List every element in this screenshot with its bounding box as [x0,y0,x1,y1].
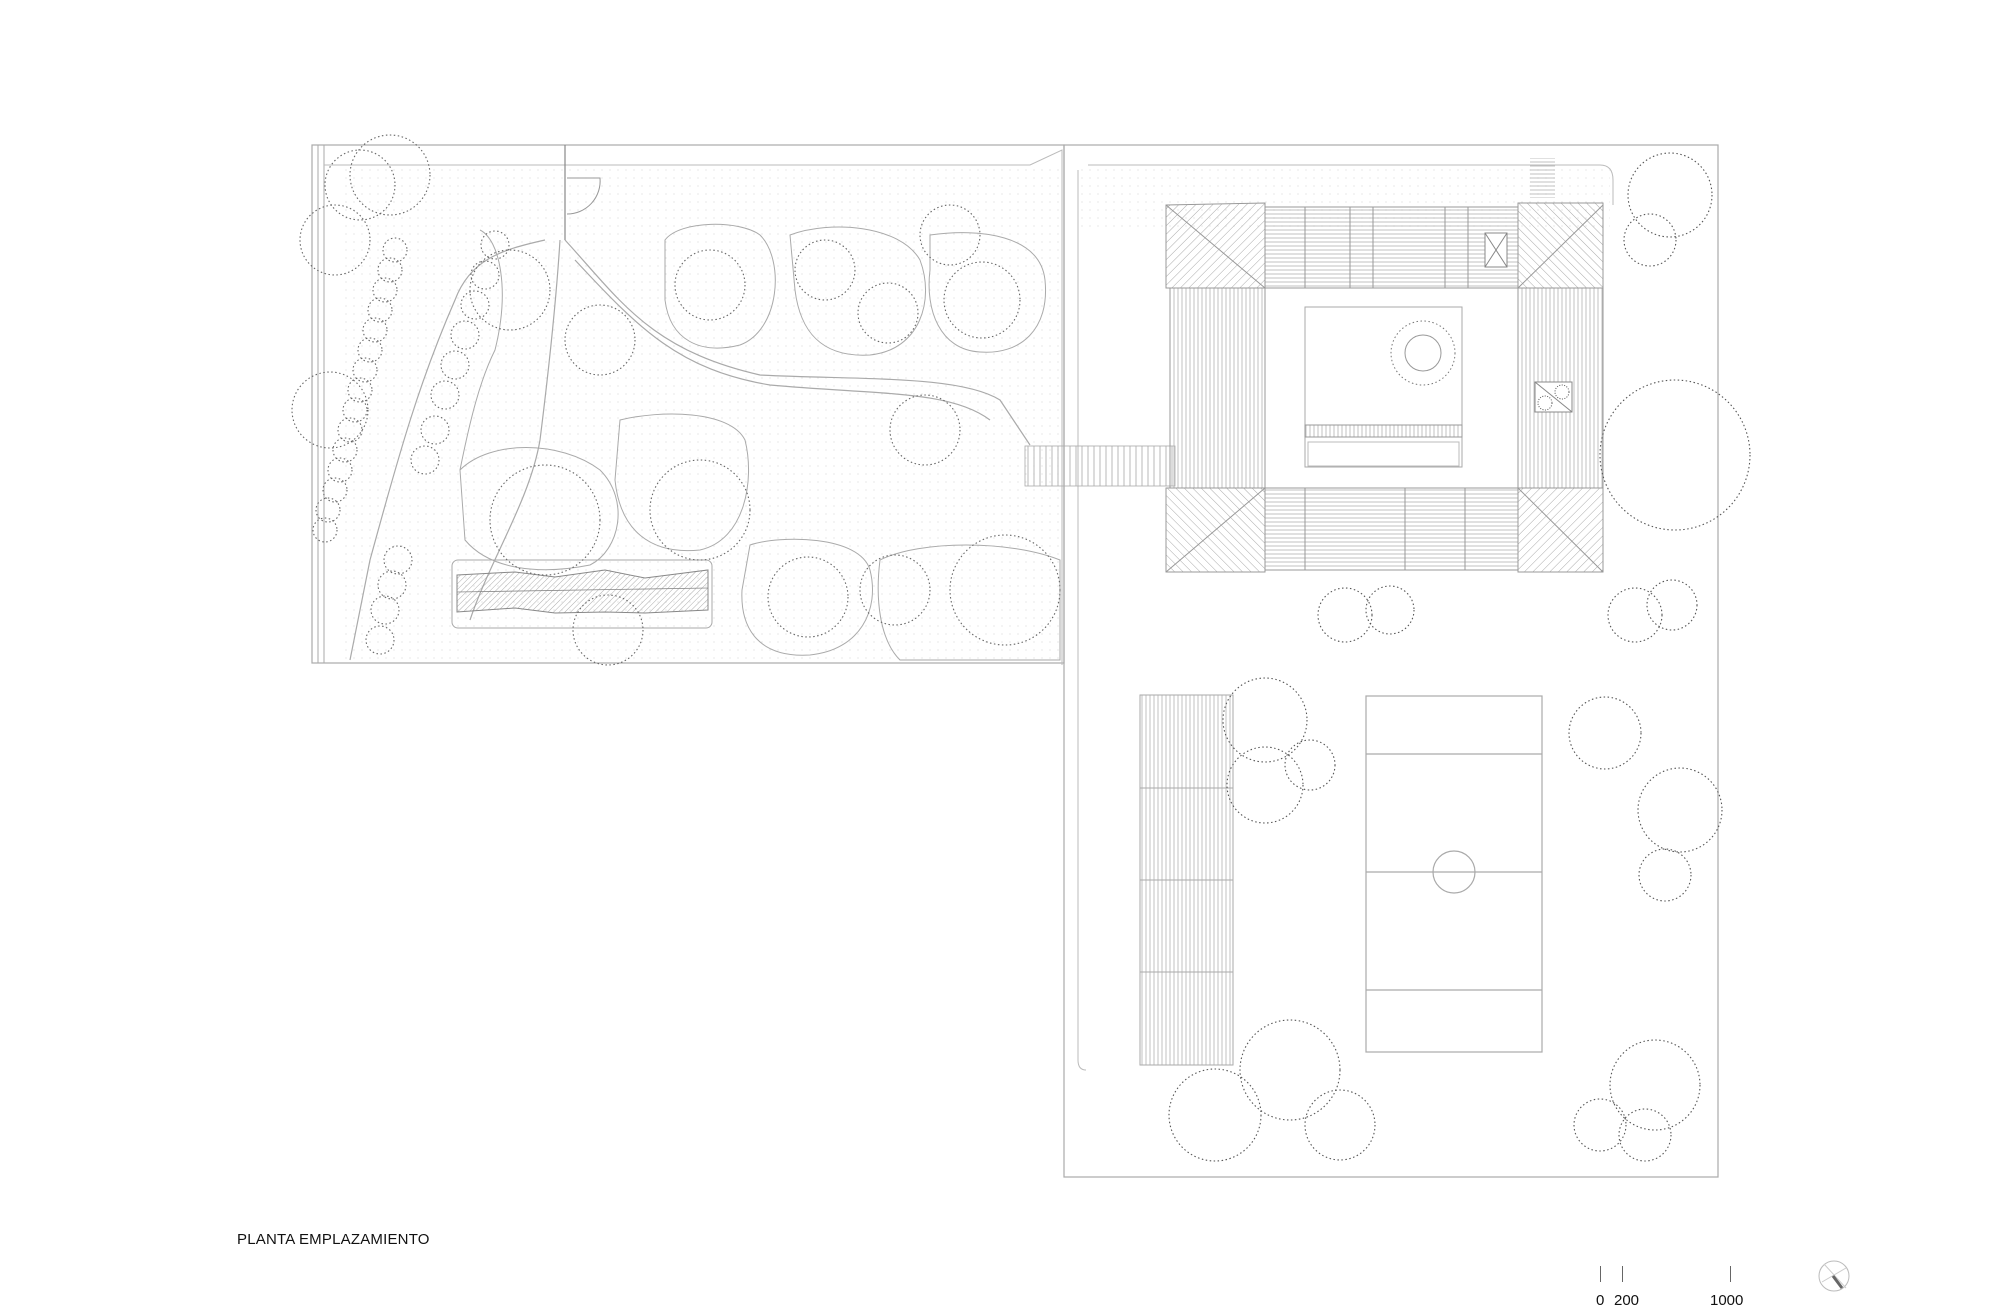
north-arrow-icon [1818,1260,1850,1292]
scale-label-200: 200 [1614,1292,1640,1309]
scale-label-1000: 1000 [1710,1292,1744,1309]
walkway-bridge [1024,445,1176,487]
scale-tick-0 [1600,1266,1601,1282]
football-court [1365,695,1543,1053]
scale-bar: 0 200 1000 [1596,1266,1760,1314]
trees-left-lot [291,134,1061,666]
scale-label-0: 0 [1596,1292,1605,1309]
scale-tick-200 [1622,1266,1623,1282]
trees-right-lot [1168,152,1751,1162]
building [1165,202,1604,573]
deck [1139,694,1234,1066]
scale-tick-1000 [1730,1266,1731,1282]
drawing-title: PLANTA EMPLAZAMIENTO [237,1231,430,1248]
